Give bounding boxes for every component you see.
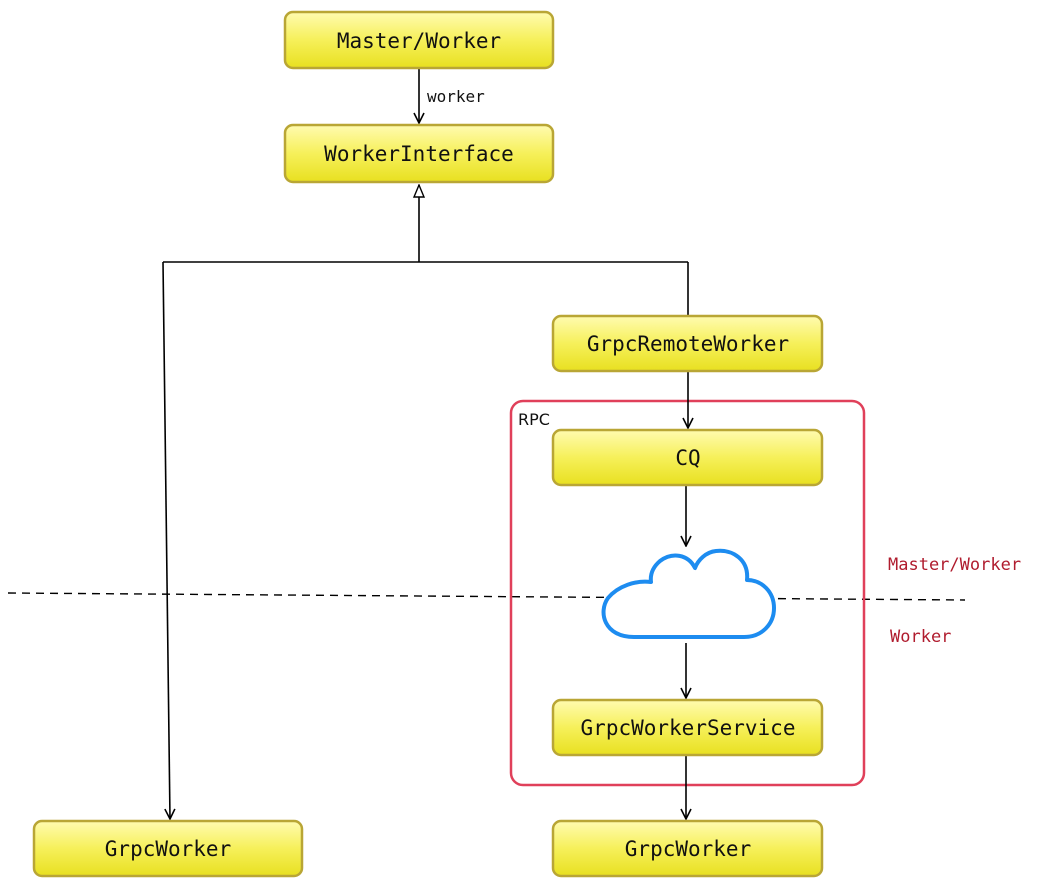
node-grpc-worker-left: GrpcWorker (32, 819, 304, 878)
node-master-worker: Master/Worker (283, 10, 555, 70)
node-master-worker-label: Master/Worker (337, 29, 501, 53)
edge-label-worker: worker (427, 87, 485, 106)
node-grpc-remote-worker: GrpcRemoteWorker (551, 314, 824, 373)
node-cq-label: CQ (675, 446, 700, 470)
node-grpc-worker-left-label: GrpcWorker (105, 837, 231, 861)
cloud-icon (601, 548, 776, 639)
node-worker-interface: WorkerInterface (283, 123, 555, 184)
node-worker-interface-label: WorkerInterface (324, 142, 514, 166)
node-grpc-worker-right: GrpcWorker (551, 819, 824, 878)
zone-divider (7, 592, 966, 601)
zone-label-worker: Worker (890, 627, 951, 647)
zone-label-master-worker: Master/Worker (888, 555, 1021, 575)
rpc-group-label: RPC (518, 410, 550, 429)
node-grpc-remote-worker-label: GrpcRemoteWorker (587, 332, 789, 356)
node-grpc-worker-right-label: GrpcWorker (625, 837, 751, 861)
edge-inherit-left (162, 261, 170, 819)
node-grpc-worker-service: GrpcWorkerService (551, 698, 824, 757)
node-cq: CQ (551, 428, 824, 487)
node-grpc-worker-service-label: GrpcWorkerService (581, 716, 796, 740)
